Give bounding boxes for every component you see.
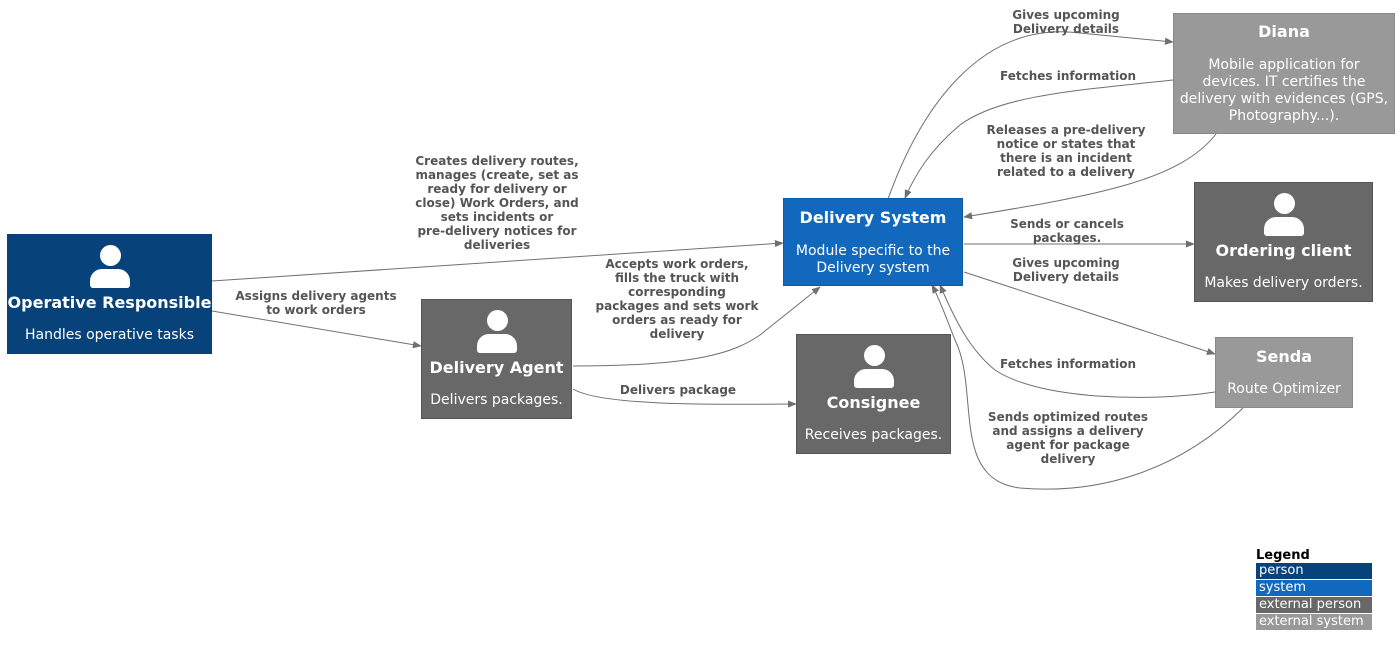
person-icon: [476, 309, 517, 354]
ordering-client-desc: Makes delivery orders.: [1204, 274, 1363, 291]
operative-responsible-desc: Handles operative tasks: [24, 326, 194, 343]
ordering-client-title: Ordering client: [1215, 240, 1352, 260]
edge-label-diana-to-system-release: Releases a pre-delivery notice or states…: [986, 123, 1146, 179]
edge-diana-to-system-fetch: [904, 79, 1174, 199]
legend-item-system: system: [1256, 580, 1372, 596]
edge-label-senda-to-system-send: Sends optimized routes and assigns a del…: [987, 410, 1149, 466]
edge-operative-to-agent: [211, 310, 422, 349]
person-icon: [89, 244, 130, 289]
senda-desc: Route Optimizer: [1227, 381, 1341, 397]
edge-senda-to-system-send: [931, 284, 1244, 490]
edge-label-system-to-client: Sends or cancels packages.: [1010, 217, 1124, 245]
edge-label-diana-to-system-fetch: Fetches information: [1000, 69, 1136, 83]
edge-label-agent-to-system: Accepts work orders, fills the truck wit…: [595, 257, 759, 341]
consignee-desc: Receives packages.: [804, 426, 943, 443]
edge-label-operative-to-system: Creates delivery routes, manages (create…: [415, 154, 579, 252]
edge-agent-to-consignee: [572, 388, 797, 408]
delivery-agent-title: Delivery Agent: [429, 357, 564, 377]
delivery-agent-node[interactable]: Delivery Agent Delivers packages.: [421, 299, 572, 419]
edge-label-system-to-senda: Gives upcoming Delivery details: [1012, 256, 1120, 284]
legend-item-external-person: external person: [1256, 597, 1372, 613]
diana-title: Diana: [1258, 22, 1310, 41]
edge-system-to-senda: [963, 271, 1216, 355]
delivery-system-node[interactable]: Delivery System Module specific to the D…: [783, 198, 963, 286]
operative-responsible-node[interactable]: Operative Responsible Handles operative …: [7, 234, 212, 354]
person-icon: [853, 344, 894, 389]
legend-item-person: person: [1256, 563, 1372, 579]
edge-label-operative-to-agent: Assigns delivery agents to work orders: [235, 289, 397, 317]
senda-node[interactable]: Senda Route Optimizer: [1215, 337, 1353, 408]
edge-label-agent-to-consignee: Delivers package: [619, 383, 737, 397]
consignee-title: Consignee: [826, 392, 921, 412]
consignee-node[interactable]: Consignee Receives packages.: [796, 334, 951, 454]
edge-label-senda-to-system-fetch: Fetches information: [1000, 357, 1136, 371]
edge-agent-to-system: [572, 286, 821, 367]
edge-senda-to-system-fetch: [939, 284, 1216, 398]
diana-node[interactable]: Diana Mobile application for devices. IT…: [1173, 13, 1395, 134]
delivery-system-title: Delivery System: [799, 207, 947, 227]
operative-responsible-title: Operative Responsible: [7, 292, 212, 312]
senda-title: Senda: [1255, 347, 1312, 366]
edge-label-system-to-diana: Gives upcoming Delivery details: [1012, 8, 1120, 36]
legend-item-external-system: external system: [1256, 614, 1372, 630]
delivery-system-desc: Module specific to the Delivery system: [795, 242, 951, 276]
legend-title: Legend: [1256, 548, 1310, 563]
legend: Legend person system external person ext…: [1256, 548, 1372, 631]
diana-desc: Mobile application for devices. IT certi…: [1179, 57, 1389, 124]
person-icon: [1263, 192, 1304, 237]
delivery-agent-desc: Delivers packages.: [430, 391, 563, 408]
edge-system-to-diana: [887, 31, 1174, 200]
edge-diana-to-system-release: [963, 133, 1217, 220]
ordering-client-node[interactable]: Ordering client Makes delivery orders.: [1194, 182, 1373, 302]
edge-operative-to-system: [211, 239, 784, 282]
